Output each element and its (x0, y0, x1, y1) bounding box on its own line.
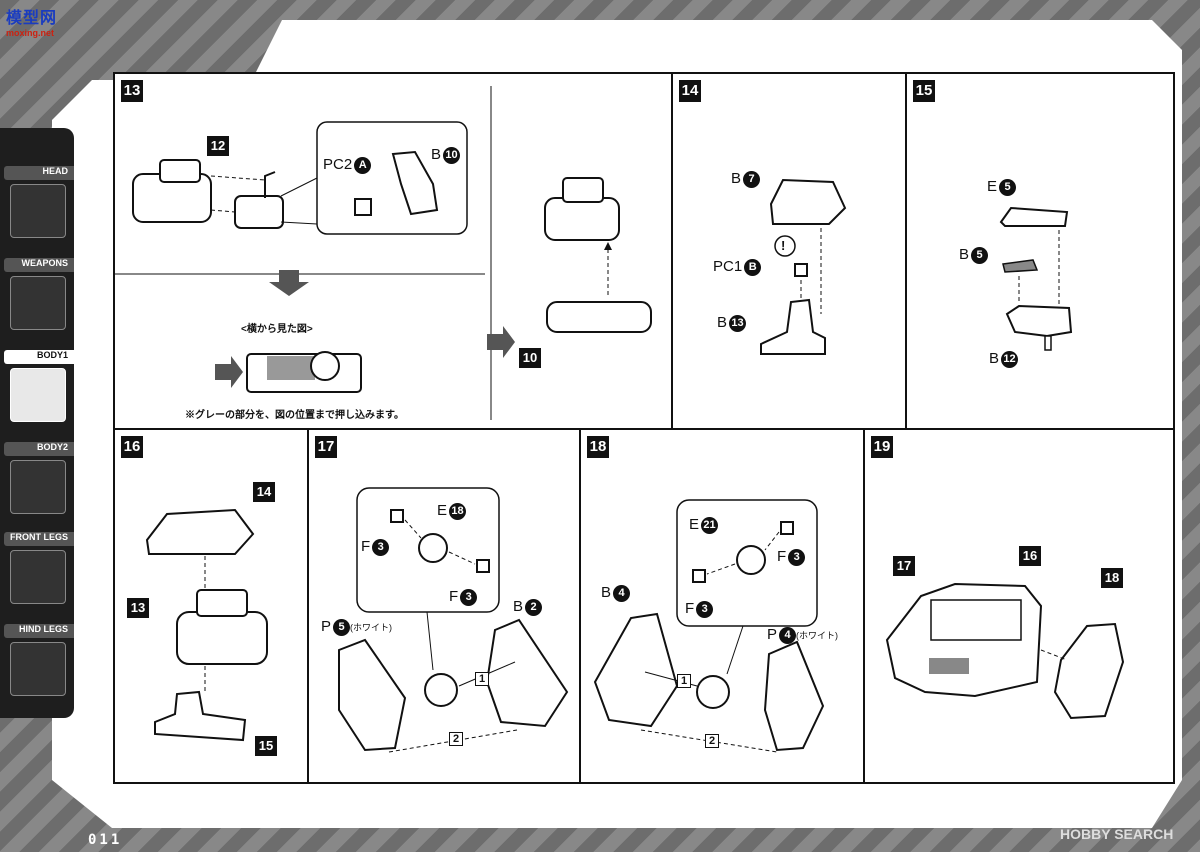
watermark: HOBBY SEARCH (1060, 826, 1174, 842)
step-18-drawing (593, 499, 825, 753)
part-label-14: 14 (253, 482, 275, 502)
part-label-15: 15 (255, 736, 277, 756)
step-17-drawing (338, 487, 569, 753)
step-19-panel: 19 17 16 18 (863, 428, 1175, 784)
part-label-16: 16 (1019, 546, 1041, 566)
step-number: 17 (315, 436, 337, 458)
step-16-drawing (145, 508, 268, 742)
step-19-drawing (885, 582, 1125, 720)
step-number: 19 (871, 436, 893, 458)
tab-front-legs[interactable]: FRONT LEGS (4, 532, 74, 612)
section-tabs: HEAD WEAPONS BODY1 BODY2 FRONT LEGS HIND… (0, 128, 74, 718)
step-number: 14 (679, 80, 701, 102)
part-label-12: 12 (207, 136, 229, 156)
tab-head[interactable]: HEAD (4, 166, 74, 246)
part-label-18: 18 (1101, 568, 1123, 588)
step-14-drawing (760, 178, 847, 355)
tab-body1[interactable]: BODY1 (4, 350, 74, 430)
step-15-drawing (999, 206, 1073, 351)
tab-hind-legs[interactable]: HIND LEGS (4, 624, 74, 704)
tab-weapons[interactable]: WEAPONS (4, 258, 74, 338)
step-number: 13 (121, 80, 143, 102)
step-number: 15 (913, 80, 935, 102)
warning-mark: ! (781, 238, 786, 253)
side-view-caption: <横から見た図> (241, 324, 313, 335)
front-legs-icon (10, 550, 66, 604)
sequence-2: 2 (449, 732, 464, 746)
part-label-10: 10 (519, 348, 541, 368)
part-label-13: 13 (127, 598, 149, 618)
sequence-1: 1 (475, 672, 490, 686)
hind-legs-icon (10, 642, 66, 696)
body1-icon (10, 368, 66, 422)
sequence-1: 1 (677, 674, 692, 688)
step-number: 18 (587, 436, 609, 458)
body2-icon (10, 460, 66, 514)
head-icon (10, 184, 66, 238)
weapons-icon (10, 276, 66, 330)
sequence-2: 2 (705, 734, 720, 748)
note-text: ※グレーの部分を、図の位置まで押し込みます。 (185, 410, 404, 421)
step-number: 16 (121, 436, 143, 458)
page-number: 011 (88, 832, 123, 848)
step-13-drawing (115, 86, 652, 420)
step-16-panel: 16 14 13 15 (113, 428, 309, 784)
part-label-17: 17 (893, 556, 915, 576)
tab-body2[interactable]: BODY2 (4, 442, 74, 522)
